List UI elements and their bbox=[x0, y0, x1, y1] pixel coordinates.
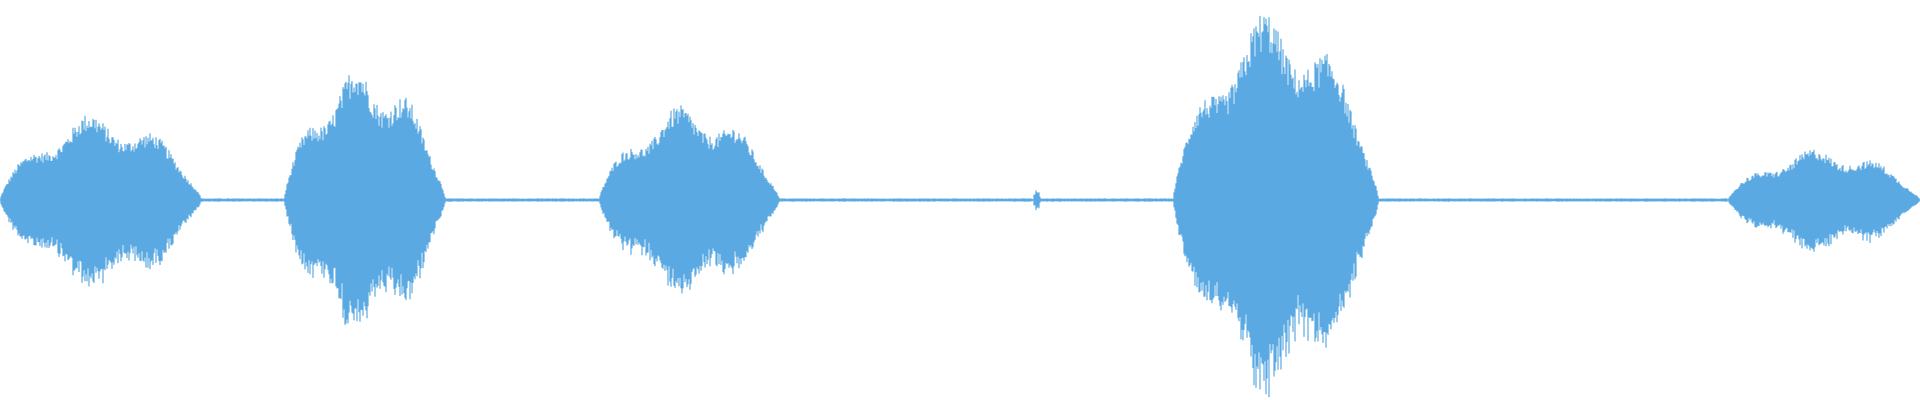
waveform-bars bbox=[0, 15, 1920, 398]
waveform-amplitude-path bbox=[0, 15, 1920, 398]
